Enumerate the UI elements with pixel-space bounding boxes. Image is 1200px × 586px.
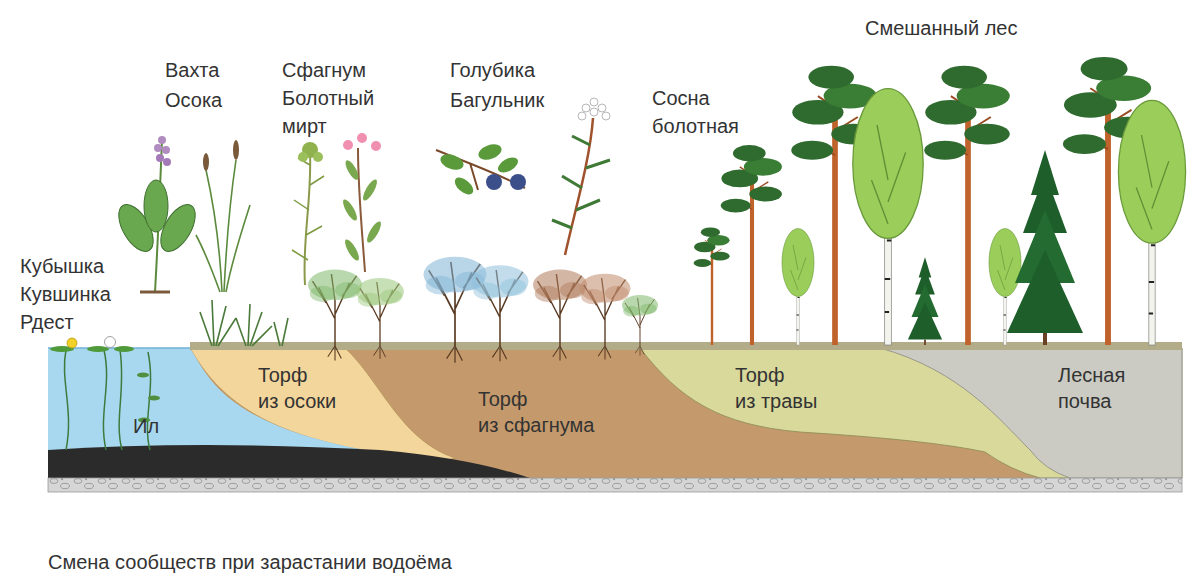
water-plants [50,337,160,451]
layer-name: Лесная почва [1055,360,1133,416]
plant-name: Голубика [450,56,535,84]
layer-name: Торф из травы [732,360,825,416]
soil-profile [48,342,1182,492]
sphagnum-peat [48,348,1182,478]
layer-name: Торф из сфагнума [475,384,602,440]
plant-name: Багульник [450,86,544,114]
layer-name: Торф из осоки [255,360,344,416]
grass-peat [640,348,1182,478]
plant-name: Вахта [165,56,219,84]
sphagnum-plant [292,142,324,285]
peat-layer: Лесная почва [1055,360,1133,420]
plant-name: Сосна болотная [652,84,739,140]
ground-surface [190,342,1182,350]
peat-layer: Торф из сфагнума [475,384,602,444]
bogbean-plant [112,136,203,292]
plant-name: Кубышка [20,252,104,280]
plant-name: Кувшинка [20,280,111,308]
figure-caption: Смена сообществ при зарастании водоёма [48,548,452,576]
bedrock [48,478,1182,492]
forest-trees [694,57,1186,345]
bog-shrubs [308,257,658,363]
labrador-tea-plant [552,98,610,255]
layer-name: Ил [133,412,159,440]
peat-layer: Торф из осоки [255,360,344,420]
peat-layer: Торф из травы [732,360,825,420]
community-name: Смешанный лес [865,14,1017,42]
silt [48,445,530,478]
plant-name: Осока [165,86,222,114]
sedge-tufts [200,300,288,346]
plant-name: Болотный мирт [282,84,374,140]
forest-soil [880,348,1182,478]
water [48,348,440,460]
plant-name: Сфагнум [282,56,366,84]
sedge-plant [196,140,250,292]
blueberry-plant [436,141,526,197]
bog-myrtle-plant [341,133,384,272]
plant-name: Рдест [20,308,74,336]
